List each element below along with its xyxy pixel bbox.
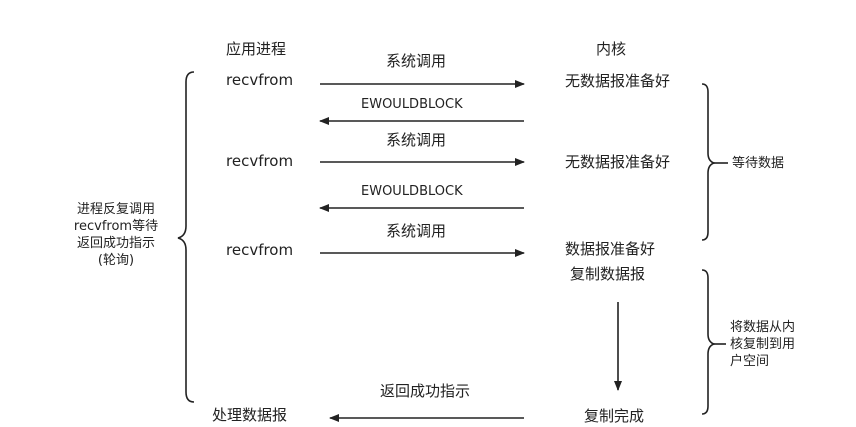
return-success-label: 返回成功指示 [380,382,471,400]
left-brace [177,71,195,403]
kernel-copy-status: 复制数据报 [570,265,646,283]
kernel-status-3: 数据报准备好 [565,240,656,258]
copy-note-line-3: 户空间 [730,354,770,369]
polling-note-line-3: 返回成功指示 [76,236,155,251]
polling-note-line-1: 进程反复调用 [76,202,155,217]
syscall-label-1: 系统调用 [386,52,447,70]
syscall-label-3: 系统调用 [386,222,447,240]
ewouldblock-label-1: EWOULDBLOCK [361,97,463,112]
wait-brace [701,83,717,241]
syscall-label-2: 系统调用 [386,131,447,149]
polling-note-line-2: recvfrom等待 [73,219,159,234]
kernel-status-1: 无数据报准备好 [565,72,671,90]
wait-data-note: 等待数据 [732,156,785,171]
ewouldblock-label-2: EWOULDBLOCK [361,184,463,199]
polling-note-line-4: (轮询) [97,253,135,268]
recvfrom-label-2: recvfrom [226,152,294,170]
recvfrom-label-1: recvfrom [226,71,294,89]
copy-note-line-2: 核复制到用 [730,337,796,352]
copy-data-note: 将数据从内 核复制到用 户空间 [730,319,795,370]
copy-note-line-1: 将数据从内 [730,320,796,335]
kernel-status-2: 无数据报准备好 [565,153,671,171]
process-datagram-label: 处理数据报 [212,406,288,424]
recvfrom-label-3: recvfrom [226,241,294,259]
app-process-header: 应用进程 [226,40,287,58]
copy-complete-label: 复制完成 [584,407,645,425]
kernel-header: 内核 [596,40,627,58]
polling-note: 进程反复调用 recvfrom等待 返回成功指示 (轮询) [58,201,174,269]
copy-brace [701,269,717,415]
